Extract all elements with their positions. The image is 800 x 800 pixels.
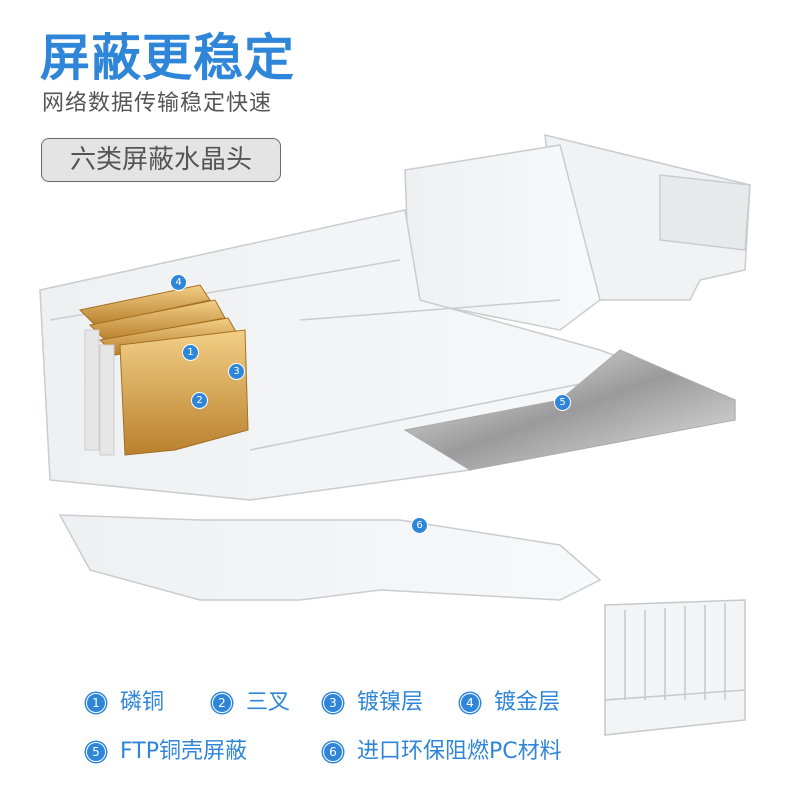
marker-4: 4 bbox=[170, 274, 187, 291]
marker-3: 3 bbox=[228, 363, 245, 380]
legend-item-2: 2 三叉 bbox=[212, 689, 290, 717]
legend-label: 三叉 bbox=[246, 690, 291, 715]
number-badge: 5 bbox=[86, 742, 106, 762]
legend-label: FTP铜壳屏蔽 bbox=[120, 739, 247, 764]
number-badge: 2 bbox=[212, 693, 232, 713]
legend-item-1: 1 磷铜 bbox=[86, 689, 164, 717]
legend-label: 磷铜 bbox=[120, 690, 165, 715]
legend-label: 进口环保阻燃PC材料 bbox=[357, 739, 562, 764]
number-badge: 6 bbox=[323, 742, 343, 762]
subtitle: 网络数据传输稳定快速 bbox=[42, 91, 273, 116]
marker-2: 2 bbox=[191, 392, 208, 409]
legend-item-3: 3 镀镍层 bbox=[323, 689, 423, 717]
marker-1: 1 bbox=[182, 344, 199, 361]
legend-label: 镀镍层 bbox=[357, 690, 424, 715]
marker-6: 6 bbox=[411, 517, 428, 534]
legend-item-4: 4 镀金层 bbox=[460, 689, 560, 717]
number-badge: 1 bbox=[86, 693, 106, 713]
legend-item-5: 5 FTP铜壳屏蔽 bbox=[86, 738, 247, 766]
number-badge: 4 bbox=[460, 693, 480, 713]
product-badge: 六类屏蔽水晶头 bbox=[41, 138, 281, 182]
legend-label: 镀金层 bbox=[494, 690, 561, 715]
load-bar-clip bbox=[604, 599, 746, 736]
page-title: 屏蔽更稳定 bbox=[40, 29, 295, 87]
legend-item-6: 6 进口环保阻燃PC材料 bbox=[323, 738, 562, 766]
gold-contacts bbox=[78, 284, 249, 456]
marker-5: 5 bbox=[554, 394, 571, 411]
number-badge: 3 bbox=[323, 693, 343, 713]
